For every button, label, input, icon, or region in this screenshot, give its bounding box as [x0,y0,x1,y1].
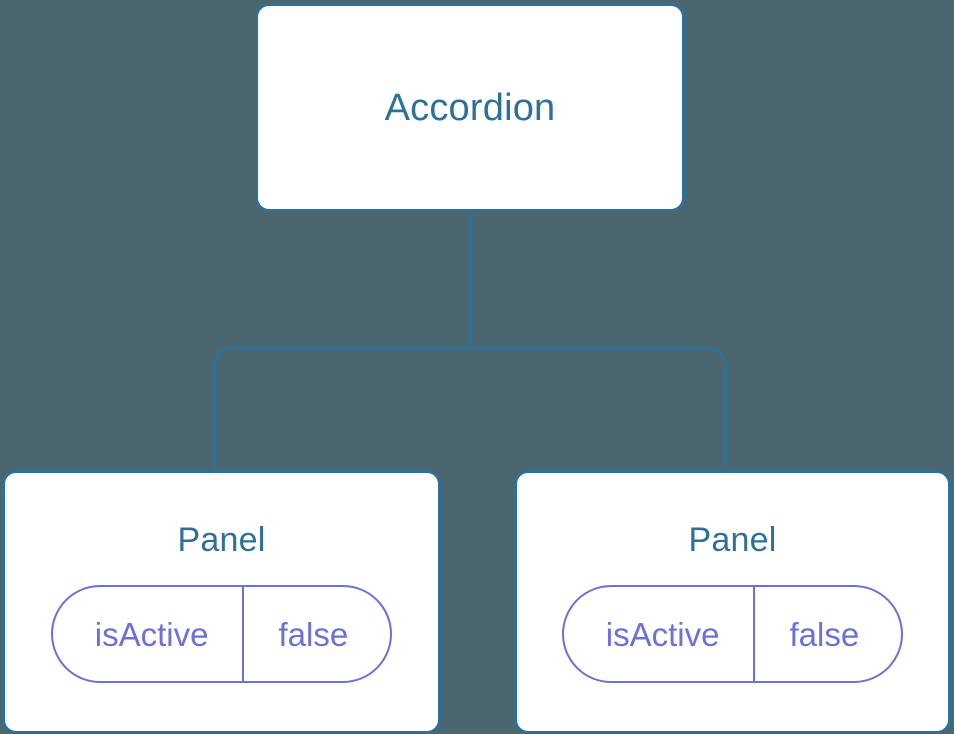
prop-value: false [242,587,390,681]
edge-bus-to-right-child [470,346,727,474]
node-title: Panel [688,521,777,559]
prop-badge-isactive[interactable]: isActive false [561,585,904,683]
node-accordion[interactable]: Accordion [255,3,685,212]
prop-key: isActive [605,615,720,653]
node-panel-left[interactable]: Panel isActive false [2,470,441,734]
prop-key: isActive [94,615,209,653]
node-title: Panel [177,521,266,559]
prop-value: false [753,587,901,681]
edge-bus-to-left-child [212,346,470,474]
prop-badge-isactive[interactable]: isActive false [50,585,393,683]
node-title: Accordion [384,86,556,129]
node-panel-right[interactable]: Panel isActive false [514,470,951,734]
